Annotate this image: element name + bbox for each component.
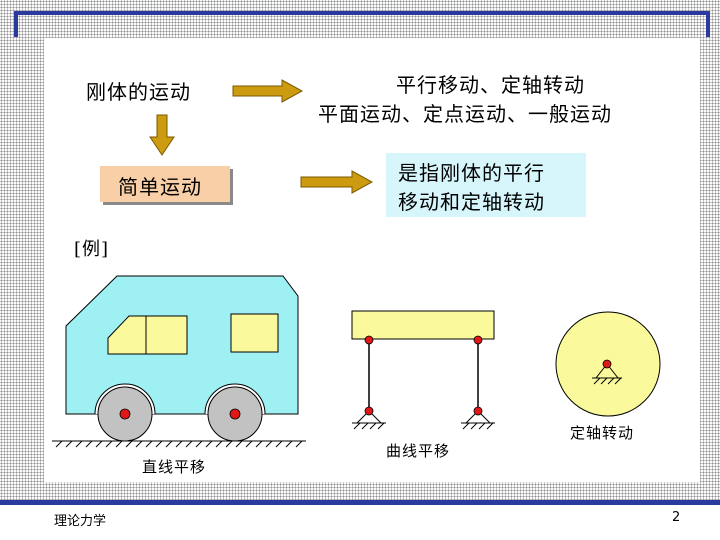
disk-figure [555, 311, 661, 417]
linkage-figure [351, 310, 495, 430]
definition-line1: 是指刚体的平行 [398, 161, 545, 185]
car-caption: 直线平移 [142, 458, 207, 476]
top-rule [14, 11, 710, 15]
arrow-right-middle [300, 170, 374, 194]
car-figure [52, 275, 306, 448]
arrow-right-top [232, 79, 304, 103]
linkage-caption: 曲线平移 [386, 442, 451, 460]
left-rule [14, 11, 18, 37]
motion-types-line2: 平面运动、定点运动、一般运动 [318, 102, 612, 126]
definition-line2: 移动和定轴转动 [398, 190, 545, 214]
example-label: [例] [74, 239, 110, 260]
car-rear-window [230, 313, 279, 353]
footer-course: 理论力学 [54, 514, 107, 529]
footer-rule [0, 500, 720, 505]
rigid-motion-label: 刚体的运动 [86, 80, 191, 104]
disk-caption: 定轴转动 [570, 424, 635, 442]
footer-page-number: 2 [672, 510, 681, 525]
simple-motion-box [100, 166, 230, 202]
arrow-down [149, 114, 175, 156]
definition-box [386, 153, 586, 217]
coupler-beam [351, 310, 495, 340]
motion-types-line1: 平行移动、定轴转动 [396, 73, 585, 97]
car-front-window [107, 315, 188, 355]
right-rule [706, 11, 710, 37]
simple-motion-label: 简单运动 [118, 175, 202, 199]
